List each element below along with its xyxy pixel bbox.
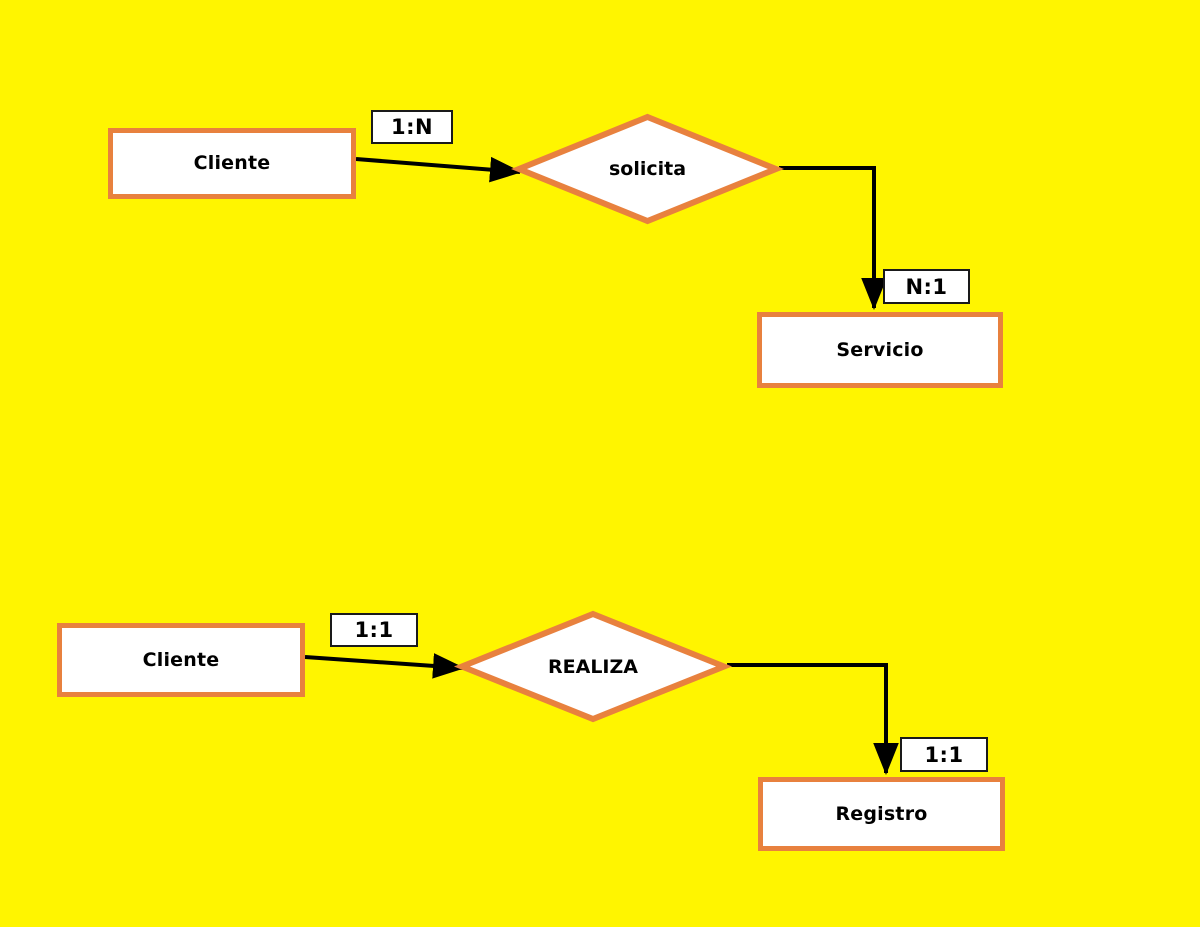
relationship-realiza[interactable]: REALIZA [453,610,733,723]
relationship-solicita[interactable]: solicita [511,113,784,225]
entity-registro[interactable]: Registro [758,777,1005,851]
entity-servicio-label: Servicio [836,338,924,361]
relationship-realiza-shape [453,610,733,723]
cardinality-11-left[interactable]: 1:1 [330,613,418,647]
connector-solicita-to-servicio [779,166,887,310]
cardinality-n1-label: N:1 [905,274,948,299]
cardinality-11-right-label: 1:1 [924,742,964,767]
cardinality-n1[interactable]: N:1 [883,269,970,304]
cardinality-11-right[interactable]: 1:1 [900,737,988,772]
entity-cliente-1-label: Cliente [193,152,271,174]
connector-cliente1-to-solicita [355,156,522,183]
connector-cliente2-to-realiza [304,653,465,679]
connector-realiza-to-registro [727,663,899,775]
cardinality-1n-label: 1:N [390,115,434,139]
relationship-solicita-shape [511,113,784,225]
entity-registro-label: Registro [835,802,928,825]
entity-cliente-2-label: Cliente [142,648,220,671]
cardinality-11-left-label: 1:1 [354,618,394,642]
entity-cliente-1[interactable]: Cliente [108,128,356,199]
entity-servicio[interactable]: Servicio [757,312,1003,388]
cardinality-1n[interactable]: 1:N [371,110,453,144]
entity-cliente-2[interactable]: Cliente [57,623,305,697]
